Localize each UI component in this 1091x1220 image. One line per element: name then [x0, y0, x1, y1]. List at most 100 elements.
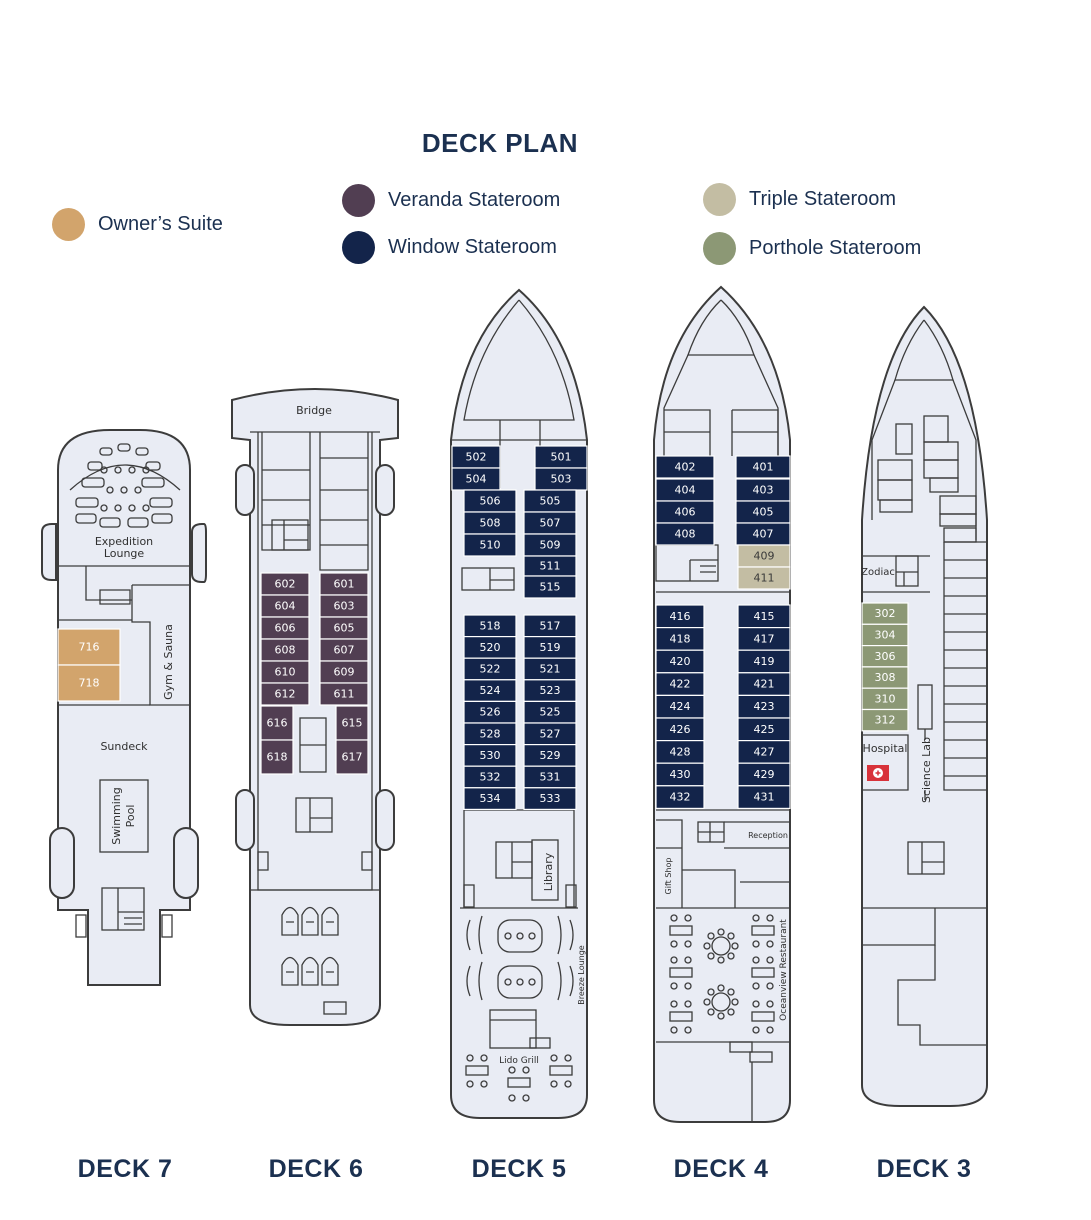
deck-7-area-pool: Pool — [124, 805, 137, 828]
cabin-425-number: 425 — [754, 723, 775, 736]
cabin-428-number: 428 — [670, 745, 691, 758]
cabin-604-number: 604 — [275, 600, 296, 613]
cabin-427-number: 427 — [754, 745, 775, 758]
cabin-610-number: 610 — [275, 666, 296, 679]
cabin-515-number: 515 — [540, 581, 561, 594]
cabin-533-number: 533 — [540, 792, 561, 805]
cabin-716-number: 716 — [79, 641, 100, 654]
cabin-602-number: 602 — [275, 578, 296, 591]
cabin-523-number: 523 — [540, 684, 561, 697]
cabin-422-number: 422 — [670, 678, 691, 691]
cabin-527-number: 527 — [540, 727, 561, 740]
legend-veranda-stateroom-label: Veranda Stateroom — [388, 189, 561, 211]
cabin-408-number: 408 — [675, 528, 696, 541]
cabin-418-number: 418 — [670, 632, 691, 645]
deck-6-label: DECK 6 — [268, 1155, 364, 1183]
cabin-615 — [335, 705, 369, 741]
deck-3-area-hospital: Hospital — [863, 742, 908, 755]
legend-triple-stateroom-swatch — [703, 183, 736, 216]
cabin-615-number: 615 — [342, 717, 363, 730]
deck-5-area-library: Library — [542, 852, 555, 891]
cabin-605-number: 605 — [334, 622, 355, 635]
cabin-526-number: 526 — [480, 706, 501, 719]
cabin-517-number: 517 — [540, 619, 561, 632]
cabin-611-number: 611 — [334, 688, 355, 701]
cabin-420-number: 420 — [670, 655, 691, 668]
cabin-533 — [523, 787, 577, 810]
cabin-421-number: 421 — [754, 678, 775, 691]
cabin-524-number: 524 — [480, 684, 501, 697]
cabin-503-number: 503 — [551, 473, 572, 486]
cabin-509-number: 509 — [540, 539, 561, 552]
legend-porthole-stateroom: Porthole Stateroom — [703, 232, 921, 265]
cabin-403-number: 403 — [753, 484, 774, 497]
cabin-502-number: 502 — [466, 451, 487, 464]
deck-7-area-sundeck: Sundeck — [100, 740, 148, 753]
cabin-401-number: 401 — [753, 461, 774, 474]
cabin-406-number: 406 — [675, 506, 696, 519]
cabin-601-number: 601 — [334, 578, 355, 591]
cabin-618-number: 618 — [267, 751, 288, 764]
deck-5-label: DECK 5 — [471, 1155, 567, 1183]
cabin-511-number: 511 — [540, 560, 561, 573]
cabin-506-number: 506 — [480, 495, 501, 508]
legend-window-stateroom-swatch — [342, 231, 375, 264]
legend-window-stateroom: Window Stateroom — [342, 231, 557, 264]
deck-4-area-oceanview-restaurant: Oceanview Restaurant — [779, 919, 789, 1021]
cabin-603-number: 603 — [334, 600, 355, 613]
cabin-528-number: 528 — [480, 727, 501, 740]
deck-3-plan: Zodiac Hospital Science Lab 302304306308… — [861, 305, 988, 1107]
cabin-409-number: 409 — [754, 550, 775, 563]
cabin-401 — [735, 455, 791, 479]
cabin-432-number: 432 — [670, 791, 691, 804]
cabin-520-number: 520 — [480, 641, 501, 654]
deck-5-area-lido-grill: Lido Grill — [499, 1056, 539, 1066]
deck-3-area-zodiac: Zodiac — [861, 567, 895, 578]
cabin-504-number: 504 — [466, 473, 487, 486]
deck-4-label: DECK 4 — [673, 1155, 769, 1183]
cabin-606-number: 606 — [275, 622, 296, 635]
cabin-532-number: 532 — [480, 771, 501, 784]
cabin-508-number: 508 — [480, 517, 501, 530]
cabin-510 — [463, 533, 517, 557]
cabin-505-number: 505 — [540, 495, 561, 508]
cabin-716 — [57, 628, 121, 666]
deck-4-area-gift-shop: Gift Shop — [664, 858, 673, 895]
deck-7-area-swimming: Swimming — [110, 787, 123, 844]
cabin-510-number: 510 — [480, 539, 501, 552]
cabin-429-number: 429 — [754, 768, 775, 781]
legend-veranda-stateroom-swatch — [342, 184, 375, 217]
cabin-525-number: 525 — [540, 706, 561, 719]
cabin-718 — [57, 664, 121, 702]
page-title: DECK PLAN — [421, 128, 579, 158]
cabin-416-number: 416 — [670, 610, 691, 623]
cabin-534-number: 534 — [480, 792, 501, 805]
cabin-607-number: 607 — [334, 644, 355, 657]
cabin-609-number: 609 — [334, 666, 355, 679]
cabin-617 — [335, 739, 369, 775]
cabin-531-number: 531 — [540, 771, 561, 784]
cabin-415-number: 415 — [754, 610, 775, 623]
legend-owners-suite-swatch — [52, 208, 85, 241]
legend-owners-suite-label: Owner’s Suite — [98, 213, 223, 235]
cabin-402 — [655, 455, 715, 479]
cabin-611 — [319, 682, 369, 706]
legend-porthole-stateroom-swatch — [703, 232, 736, 265]
cabin-616-number: 616 — [267, 717, 288, 730]
cabin-426-number: 426 — [670, 723, 691, 736]
cabin-519-number: 519 — [540, 641, 561, 654]
deck-7-area-lounge: Lounge — [104, 547, 145, 560]
cabin-430-number: 430 — [670, 768, 691, 781]
deck-3-area-science-lab: Science Lab — [920, 737, 933, 803]
cabin-432 — [655, 785, 705, 809]
cabin-530-number: 530 — [480, 749, 501, 762]
cabin-612 — [260, 682, 310, 706]
cabin-304-number: 304 — [875, 628, 896, 641]
cabin-424-number: 424 — [670, 700, 691, 713]
cabin-407-number: 407 — [753, 528, 774, 541]
deck-7-plan: Expedition Lounge Gym & Sauna Sundeck Sw… — [41, 429, 207, 986]
cabin-431-number: 431 — [754, 791, 775, 804]
legend-triple-stateroom-label: Triple Stateroom — [749, 188, 897, 210]
